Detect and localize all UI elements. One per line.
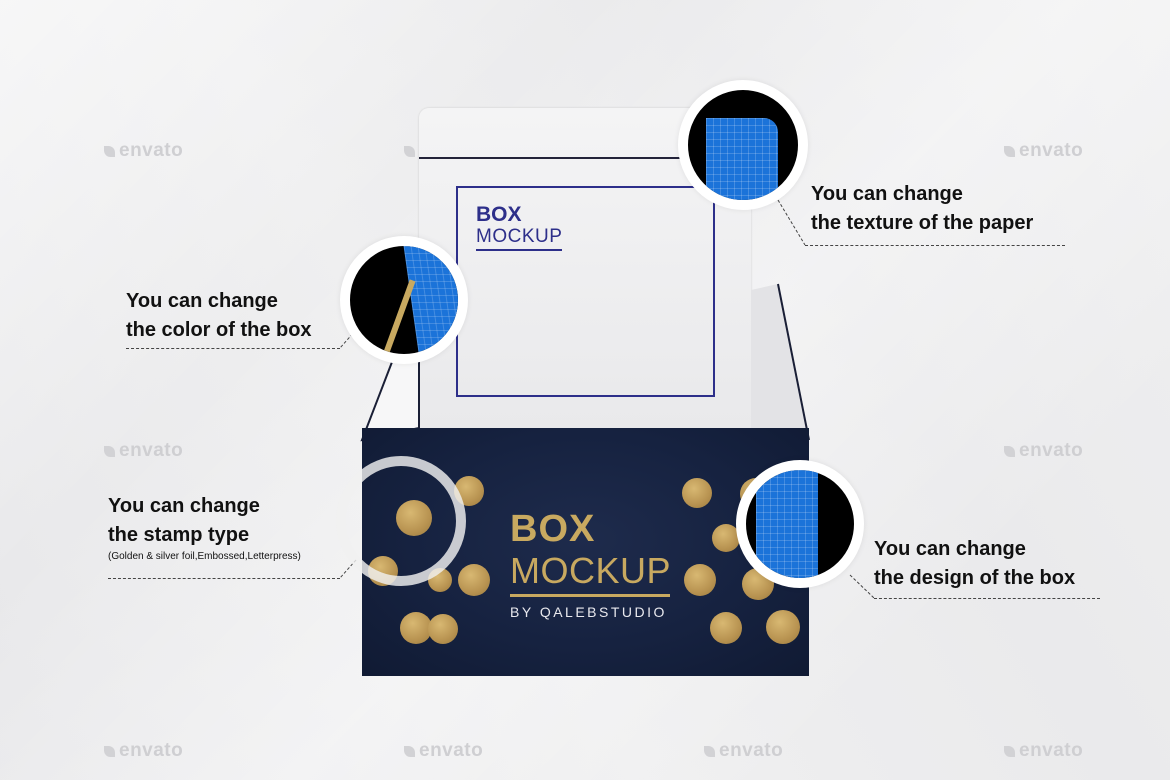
- design-callout-label: You can change the design of the box: [874, 535, 1075, 593]
- front-subtitle: MOCKUP: [510, 550, 672, 591]
- watermark: envato: [104, 140, 183, 162]
- right-flap: [751, 284, 809, 440]
- texture-underline: [805, 245, 1065, 246]
- paper-texture-swatch: [706, 118, 778, 200]
- front-title: BOX: [510, 508, 596, 550]
- gold-dot: [710, 612, 742, 644]
- watermark-text: envato: [419, 740, 484, 761]
- gold-dot: [682, 478, 712, 508]
- box-edge-stripe: [382, 279, 416, 354]
- envato-leaf-icon: [1004, 146, 1015, 157]
- lid-fold-line: [419, 157, 751, 159]
- envato-leaf-icon: [104, 146, 115, 157]
- watermark: envato: [704, 740, 783, 762]
- stamp-line1: You can change: [108, 495, 260, 517]
- color-line2: the color of the box: [126, 319, 312, 341]
- design-line1: You can change: [874, 538, 1026, 560]
- gold-dot: [712, 524, 740, 552]
- right-flap-edge: [777, 283, 810, 441]
- stamp-underline: [108, 578, 340, 579]
- texture-callout-circle: [678, 80, 808, 210]
- envato-leaf-icon: [1004, 746, 1015, 757]
- envato-leaf-icon: [1004, 446, 1015, 457]
- lid-title: BOX: [476, 203, 522, 226]
- watermark: envato: [104, 740, 183, 762]
- envato-leaf-icon: [404, 146, 415, 157]
- stamp-line2: the stamp type: [108, 524, 250, 546]
- watermark: envato: [1004, 140, 1083, 162]
- watermark-text: envato: [1019, 140, 1084, 161]
- box-design-swatch: [756, 470, 818, 578]
- watermark: envato: [404, 740, 483, 762]
- texture-line2: the texture of the paper: [811, 212, 1034, 234]
- color-line1: You can change: [126, 290, 278, 312]
- color-callout-circle: [340, 236, 468, 364]
- watermark-text: envato: [1019, 440, 1084, 461]
- front-byline: BY QALEBSTUDIO: [510, 604, 667, 620]
- design-callout-circle: [736, 460, 864, 588]
- texture-callout-label: You can change the texture of the paper: [811, 180, 1033, 238]
- front-rule: [510, 594, 670, 597]
- stamp-callout-circle: [336, 456, 466, 586]
- watermark: envato: [104, 440, 183, 462]
- envato-leaf-icon: [404, 746, 415, 757]
- lid-subtitle: MOCKUP: [476, 226, 563, 251]
- envato-leaf-icon: [104, 746, 115, 757]
- stamp-leader: [339, 559, 357, 579]
- design-underline: [874, 598, 1100, 599]
- watermark-text: envato: [119, 740, 184, 761]
- color-leader: [339, 329, 357, 349]
- watermark-text: envato: [1019, 740, 1084, 761]
- gold-dot: [400, 612, 432, 644]
- texture-line1: You can change: [811, 183, 963, 205]
- stamp-callout-label: You can change the stamp type (Golden & …: [108, 492, 301, 564]
- watermark: envato: [1004, 740, 1083, 762]
- stamp-note: (Golden & silver foil,Embossed,Letterpre…: [108, 551, 301, 562]
- design-line2: the design of the box: [874, 567, 1076, 589]
- texture-leader: [777, 199, 806, 246]
- color-callout-label: You can change the color of the box: [126, 287, 312, 345]
- gold-dot: [684, 564, 716, 596]
- watermark-text: envato: [119, 440, 184, 461]
- envato-leaf-icon: [704, 746, 715, 757]
- gold-dot: [458, 564, 490, 596]
- design-leader: [849, 574, 875, 599]
- envato-leaf-icon: [104, 446, 115, 457]
- gold-dot: [766, 610, 800, 644]
- watermark-text: envato: [119, 140, 184, 161]
- color-underline: [126, 348, 340, 349]
- watermark-text: envato: [719, 740, 784, 761]
- watermark: envato: [1004, 440, 1083, 462]
- gold-dot: [428, 614, 458, 644]
